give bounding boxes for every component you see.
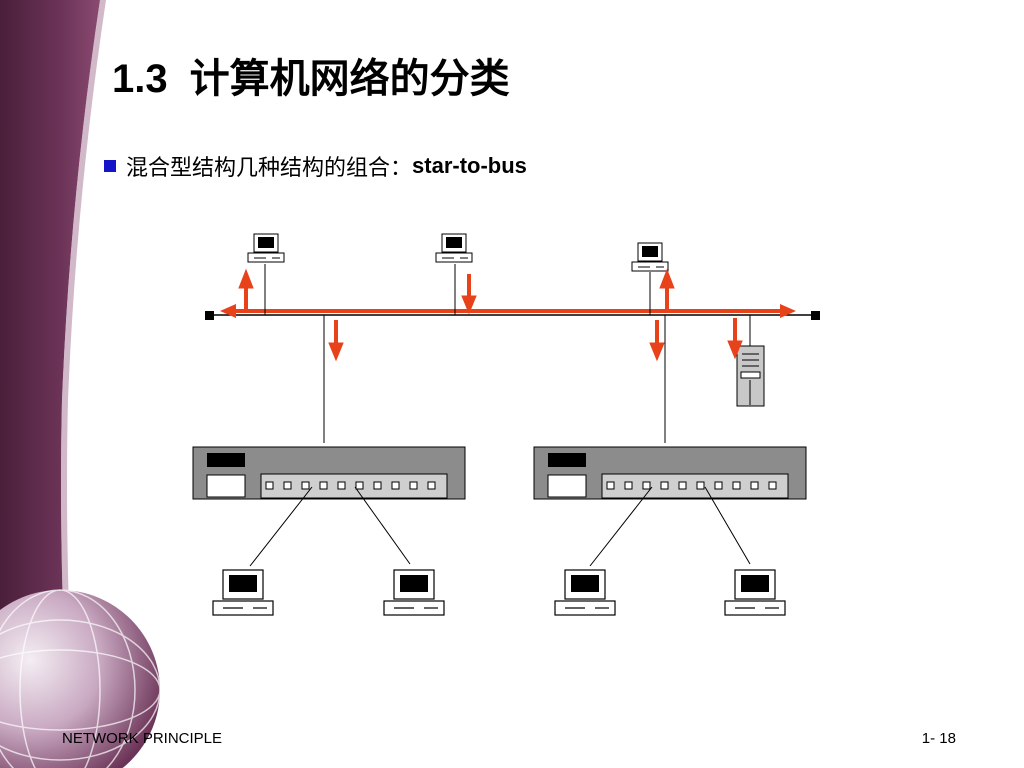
bus-signal-arrow (220, 304, 796, 318)
hub-left (192, 446, 466, 500)
title-text: 计算机网络的分类 (189, 56, 510, 102)
bullet-square-icon (104, 160, 116, 172)
bullet-item: 混合型结构几种结构的组合：star-to-bus (104, 150, 527, 182)
computer-icon (631, 242, 669, 272)
footer-left-text: NETWORK PRINCIPLE (62, 730, 223, 747)
bullet-text-en: star-to-bus (412, 153, 527, 178)
hub-right (533, 446, 807, 500)
bus-terminator-left (205, 311, 214, 320)
page-title: 1.3 计算机网络的分类 (112, 46, 510, 104)
computer-icon (435, 233, 473, 263)
server-icon (736, 345, 765, 407)
signal-arrows (238, 268, 743, 362)
computer-icon (554, 569, 616, 616)
bus-terminator-right (811, 311, 820, 320)
bullet-text-cn: 混合型结构几种结构的组合： (126, 156, 413, 181)
computer-icon (212, 569, 274, 616)
computer-icon (247, 233, 285, 263)
title-number: 1.3 (112, 57, 168, 101)
computer-icon (724, 569, 786, 616)
page-number: 1- 18 (921, 730, 956, 747)
computer-icon (383, 569, 445, 616)
